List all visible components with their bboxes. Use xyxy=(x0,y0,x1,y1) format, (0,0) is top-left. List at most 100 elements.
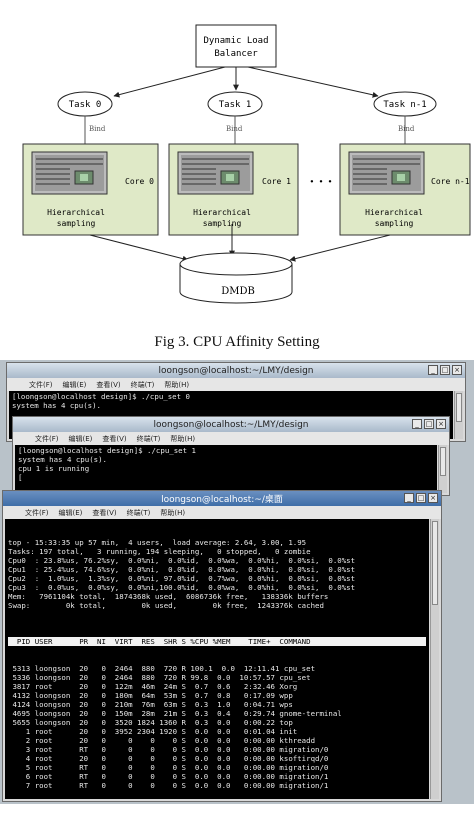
core-n-1-panel: Core n-1 Hierarchical sampling xyxy=(339,143,471,236)
menu-view[interactable]: 查看(V) xyxy=(92,508,117,517)
maximize-icon[interactable]: □ xyxy=(416,493,426,503)
task-1-node: Task 1 xyxy=(207,91,263,117)
terminal-line: cpu 1 is running xyxy=(18,464,90,473)
process-row: 4132 loongson 20 0 180m 64m 53m S 0.7 0.… xyxy=(8,691,293,700)
task-1-label: Task 1 xyxy=(219,100,252,110)
core-1-sampling-2: sampling xyxy=(203,219,242,228)
process-row: 3817 root 20 0 122m 46m 24m S 0.7 0.6 2:… xyxy=(8,682,298,691)
process-row: 6 root RT 0 0 0 0 S 0.0 0.0 0:00.00 migr… xyxy=(8,772,329,781)
terminal-line: system has 4 cpu(s). xyxy=(18,455,107,464)
dmdb-label: DMDB xyxy=(221,286,255,297)
menu-file[interactable]: 文件(F) xyxy=(35,434,59,443)
terminal-window-2[interactable]: loongson@localhost:~/LMY/design _ □ × 文件… xyxy=(12,416,450,496)
top-summary-line: Swap: 0k total, 0k used, 0k free, 124337… xyxy=(8,601,324,610)
menu-file[interactable]: 文件(F) xyxy=(25,508,49,517)
core-1-label: Core 1 xyxy=(262,177,291,186)
terminal-screenshot: loongson@localhost:~/LMY/design _ □ × 文件… xyxy=(0,360,474,804)
core-0-label: Core 0 xyxy=(125,177,154,186)
menu-file[interactable]: 文件(F) xyxy=(29,380,53,389)
menu-terminal[interactable]: 终端(T) xyxy=(126,508,151,517)
cpu-affinity-diagram: Dynamic Load Balancer Task 0 Task 1 Task… xyxy=(22,24,471,304)
core-1-sampling-1: Hierarchical xyxy=(193,208,251,217)
window-3-scrollbar[interactable] xyxy=(430,519,439,799)
top-summary-line: Tasks: 197 total, 3 running, 194 sleepin… xyxy=(8,547,311,556)
process-row: 5 root RT 0 0 0 0 S 0.0 0.0 0:00.00 migr… xyxy=(8,763,329,772)
window-2-terminal[interactable]: [loongson@localhost design]$ ./cpu_set 1… xyxy=(15,445,437,493)
core-1-panel: Core 1 Hierarchical sampling xyxy=(168,143,299,236)
window-1-titlebar[interactable]: loongson@localhost:~/LMY/design _ □ × xyxy=(7,363,465,378)
window-1-scrollbar[interactable] xyxy=(454,391,463,439)
core-0-panel: Core 0 Hierarchical sampling xyxy=(22,143,159,236)
menu-edit[interactable]: 编辑(E) xyxy=(68,434,93,443)
core-n-1-sampling-2: sampling xyxy=(375,219,414,228)
menu-help[interactable]: 帮助(H) xyxy=(160,508,186,517)
balancer-line-1: Dynamic Load xyxy=(203,36,268,46)
maximize-icon[interactable]: □ xyxy=(440,365,450,375)
top-output[interactable]: top - 15:33:35 up 57 min, 4 users, load … xyxy=(5,519,429,799)
page-bottom-margin xyxy=(0,804,474,826)
balancer-line-2: Balancer xyxy=(214,49,258,59)
top-summary-line: top - 15:33:35 up 57 min, 4 users, load … xyxy=(8,538,307,547)
top-summary-line: Cpu1 : 25.4%us, 74.6%sy, 0.0%ni, 0.0%id,… xyxy=(8,565,356,574)
minimize-icon[interactable]: _ xyxy=(428,365,438,375)
bind-label-n-1: Bind xyxy=(398,125,415,133)
terminal-line: [loongson@localhost design]$ ./cpu_set 0 xyxy=(12,392,190,401)
task-0-node: Task 0 xyxy=(57,91,113,117)
close-icon[interactable]: × xyxy=(428,493,438,503)
core-n-1-sampling-1: Hierarchical xyxy=(365,208,423,217)
ellipsis: · · · xyxy=(310,175,333,190)
window-1-title: loongson@localhost:~/LMY/design xyxy=(158,365,314,376)
close-icon[interactable]: × xyxy=(452,365,462,375)
window-3-title: loongson@localhost:~/桌面 xyxy=(161,495,283,505)
terminal-line: [loongson@localhost design]$ ./cpu_set 1 xyxy=(18,446,196,455)
window-2-menubar: 文件(F) 编辑(E) 查看(V) 终端(T) 帮助(H) xyxy=(13,432,449,445)
core-n-1-label: Core n-1 xyxy=(431,177,470,186)
window-1-menubar: 文件(F) 编辑(E) 查看(V) 终端(T) 帮助(H) xyxy=(7,378,465,391)
task-n-1-label: Task n-1 xyxy=(383,100,426,110)
process-row: 5336 loongson 20 0 2464 880 720 R 99.8 0… xyxy=(8,673,311,682)
bind-label-0: Bind xyxy=(89,125,106,133)
dmdb-database: DMDB xyxy=(179,252,293,304)
menu-help[interactable]: 帮助(H) xyxy=(170,434,196,443)
maximize-icon[interactable]: □ xyxy=(424,419,434,429)
process-row: 2 root 20 0 0 0 0 S 0.0 0.0 0:00.00 kthr… xyxy=(8,736,316,745)
window-2-titlebar[interactable]: loongson@localhost:~/LMY/design _ □ × xyxy=(13,417,449,432)
menu-terminal[interactable]: 终端(T) xyxy=(130,380,155,389)
menu-view[interactable]: 查看(V) xyxy=(96,380,121,389)
process-row: 4 root 20 0 0 0 0 S 0.0 0.0 0:00.00 ksof… xyxy=(8,754,329,763)
task-0-label: Task 0 xyxy=(69,100,102,110)
window-2-scrollbar[interactable] xyxy=(438,445,447,493)
window-3-menubar: 文件(F) 编辑(E) 查看(V) 终端(T) 帮助(H) xyxy=(3,506,441,519)
process-row: 5655 loongson 20 0 3520 1824 1360 R 0.3 … xyxy=(8,718,293,727)
terminal-line: [ xyxy=(18,473,23,482)
process-table-header: PID USER PR NI VIRT RES SHR S %CPU %MEM … xyxy=(8,637,426,646)
process-row: 5313 loongson 20 0 2464 880 720 R 100.1 … xyxy=(8,664,316,673)
menu-edit[interactable]: 编辑(E) xyxy=(62,380,87,389)
terminal-line: system has 4 cpu(s). xyxy=(12,401,101,410)
menu-view[interactable]: 查看(V) xyxy=(102,434,127,443)
top-summary-line: Cpu2 : 1.0%us, 1.3%sy, 0.0%ni, 97.0%id, … xyxy=(8,574,356,583)
core-0-sampling-2: sampling xyxy=(57,219,96,228)
top-summary-line: Cpu3 : 0.0%us, 0.0%sy, 0.0%ni,100.0%id, … xyxy=(8,583,356,592)
terminal-window-3[interactable]: loongson@localhost:~/桌面 _ □ × 文件(F) 编辑(E… xyxy=(2,490,442,802)
core-0-sampling-1: Hierarchical xyxy=(47,208,105,217)
process-row: 3 root RT 0 0 0 0 S 0.0 0.0 0:00.00 migr… xyxy=(8,745,329,754)
menu-help[interactable]: 帮助(H) xyxy=(164,380,190,389)
top-summary-line xyxy=(8,610,426,619)
window-3-titlebar[interactable]: loongson@localhost:~/桌面 _ □ × xyxy=(3,491,441,506)
process-row: 4124 loongson 20 0 210m 76m 63m S 0.3 1.… xyxy=(8,700,293,709)
process-row: 7 root RT 0 0 0 0 S 0.0 0.0 0:00.00 migr… xyxy=(8,781,329,790)
task-n-1-node: Task n-1 xyxy=(373,91,437,117)
minimize-icon[interactable]: _ xyxy=(404,493,414,503)
bind-label-1: Bind xyxy=(226,125,243,133)
process-row: 1 root 20 0 3952 2304 1920 S 0.0 0.0 0:0… xyxy=(8,727,298,736)
close-icon[interactable]: × xyxy=(436,419,446,429)
load-balancer-box: Dynamic Load Balancer xyxy=(195,24,277,68)
top-summary-line: Mem: 7961104k total, 1874368k used, 6086… xyxy=(8,592,329,601)
top-summary-line: Cpu0 : 23.8%us, 76.2%sy, 0.0%ni, 0.0%id,… xyxy=(8,556,356,565)
minimize-icon[interactable]: _ xyxy=(412,419,422,429)
process-row: 4695 loongson 20 0 150m 28m 21m S 0.3 0.… xyxy=(8,709,342,718)
window-2-title: loongson@localhost:~/LMY/design xyxy=(153,419,309,430)
menu-edit[interactable]: 编辑(E) xyxy=(58,508,83,517)
menu-terminal[interactable]: 终端(T) xyxy=(136,434,161,443)
